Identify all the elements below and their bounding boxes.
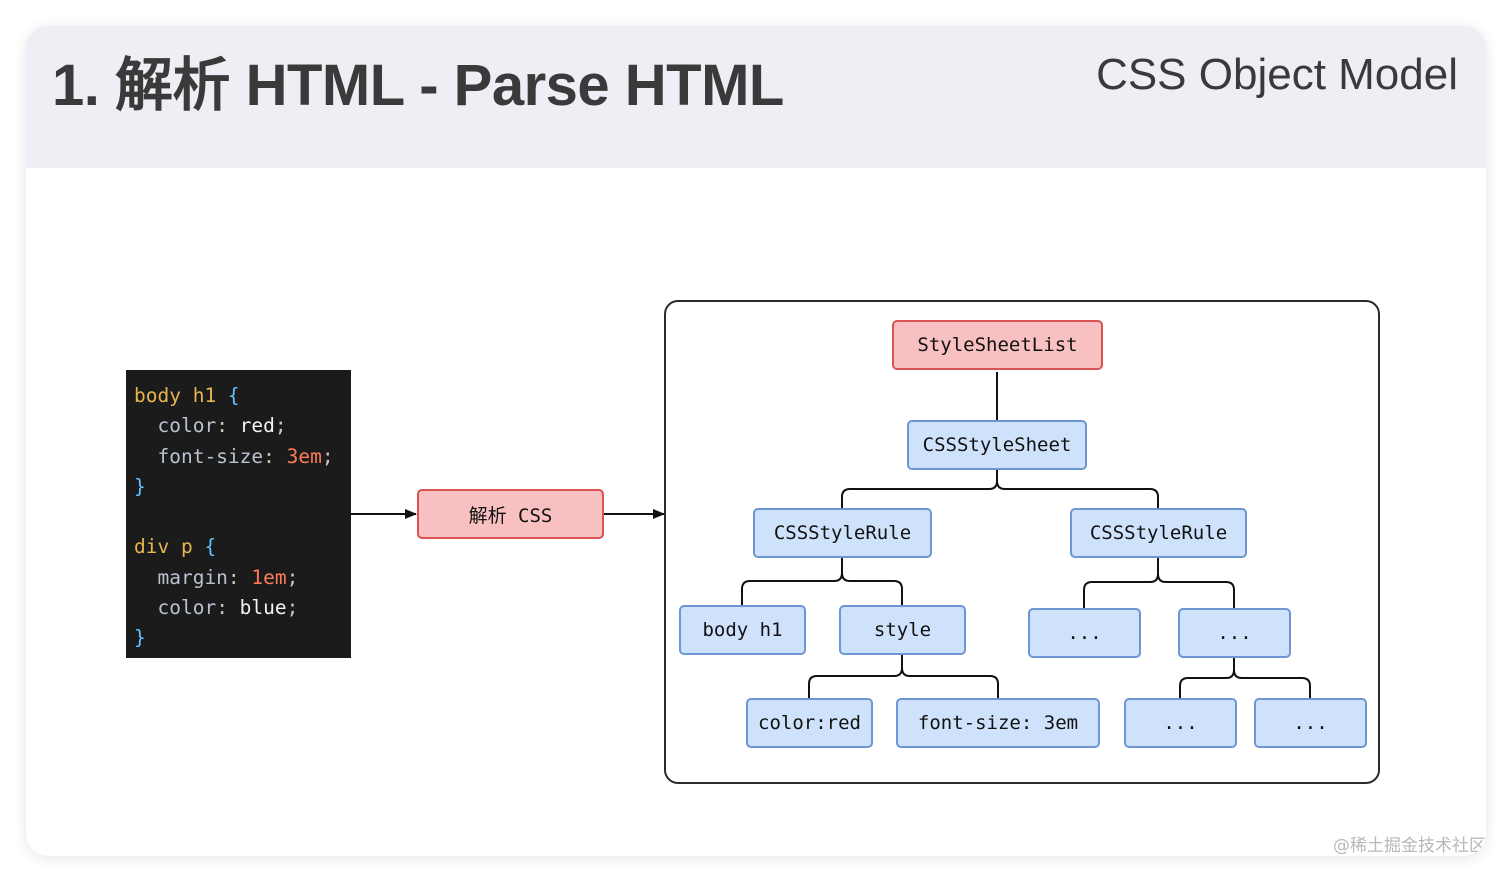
code-token: ; <box>321 444 334 468</box>
code-token: : <box>216 414 240 438</box>
code-token: red <box>239 414 275 438</box>
node-style: style <box>839 605 966 655</box>
code-line: div p { <box>134 532 351 562</box>
watermark: @稀土掘金技术社区 <box>1333 836 1486 856</box>
code-line: color: red; <box>134 411 351 441</box>
cssom-tree-frame <box>664 300 1380 784</box>
code-token: : <box>216 596 240 620</box>
node-cssstylesheet: CSSStyleSheet <box>907 420 1087 470</box>
code-line: } <box>134 472 351 502</box>
node-ellipsis-4: ... <box>1254 698 1367 748</box>
node-font-size-3em: font-size: 3em <box>896 698 1100 748</box>
code-token: } <box>134 474 146 498</box>
node-color-red: color:red <box>746 698 873 748</box>
node-cssstylerule-left: CSSStyleRule <box>753 508 932 558</box>
code-token: } <box>134 626 146 650</box>
node-stylesheetlist: StyleSheetList <box>892 320 1103 370</box>
code-token: margin <box>134 565 228 589</box>
code-line: body h1 { <box>134 381 351 411</box>
node-ellipsis-1: ... <box>1028 608 1141 658</box>
code-line: margin: 1em; <box>134 563 351 593</box>
code-token: font-size <box>134 444 264 468</box>
code-line: } <box>134 623 351 653</box>
node-ellipsis-3: ... <box>1124 698 1237 748</box>
code-token: ; <box>286 565 299 589</box>
code-token: ; <box>274 414 287 438</box>
code-token: ; <box>286 596 299 620</box>
code-token: : <box>263 444 287 468</box>
slide-title: 1. 解析 HTML - Parse HTML <box>52 53 784 118</box>
code-token: blue <box>239 596 287 620</box>
parse-css-step: 解析 CSS <box>417 489 604 539</box>
code-token: color <box>134 596 217 620</box>
code-token: 3em <box>286 444 322 468</box>
code-line: font-size: 3em; <box>134 442 351 472</box>
code-token: { <box>227 384 240 407</box>
slide-header: 1. 解析 HTML - Parse HTML CSS Object Model <box>26 26 1486 168</box>
node-selector-body-h1: body h1 <box>679 605 806 655</box>
node-ellipsis-2: ... <box>1178 608 1291 658</box>
code-token: 1em <box>251 565 287 589</box>
slide: 1. 解析 HTML - Parse HTML CSS Object Model… <box>26 26 1486 856</box>
code-token: color <box>134 414 217 438</box>
code-line: color: blue; <box>134 593 351 623</box>
code-token: div p <box>134 535 205 559</box>
code-line <box>134 502 351 532</box>
code-token: : <box>227 565 252 589</box>
node-cssstylerule-right: CSSStyleRule <box>1070 508 1247 558</box>
code-token: body h1 <box>134 384 228 407</box>
css-code-block: body h1 { color: red; font-size: 3em;} di… <box>126 370 351 658</box>
slide-subtitle: CSS Object Model <box>1096 50 1458 99</box>
code-token: { <box>204 535 217 559</box>
